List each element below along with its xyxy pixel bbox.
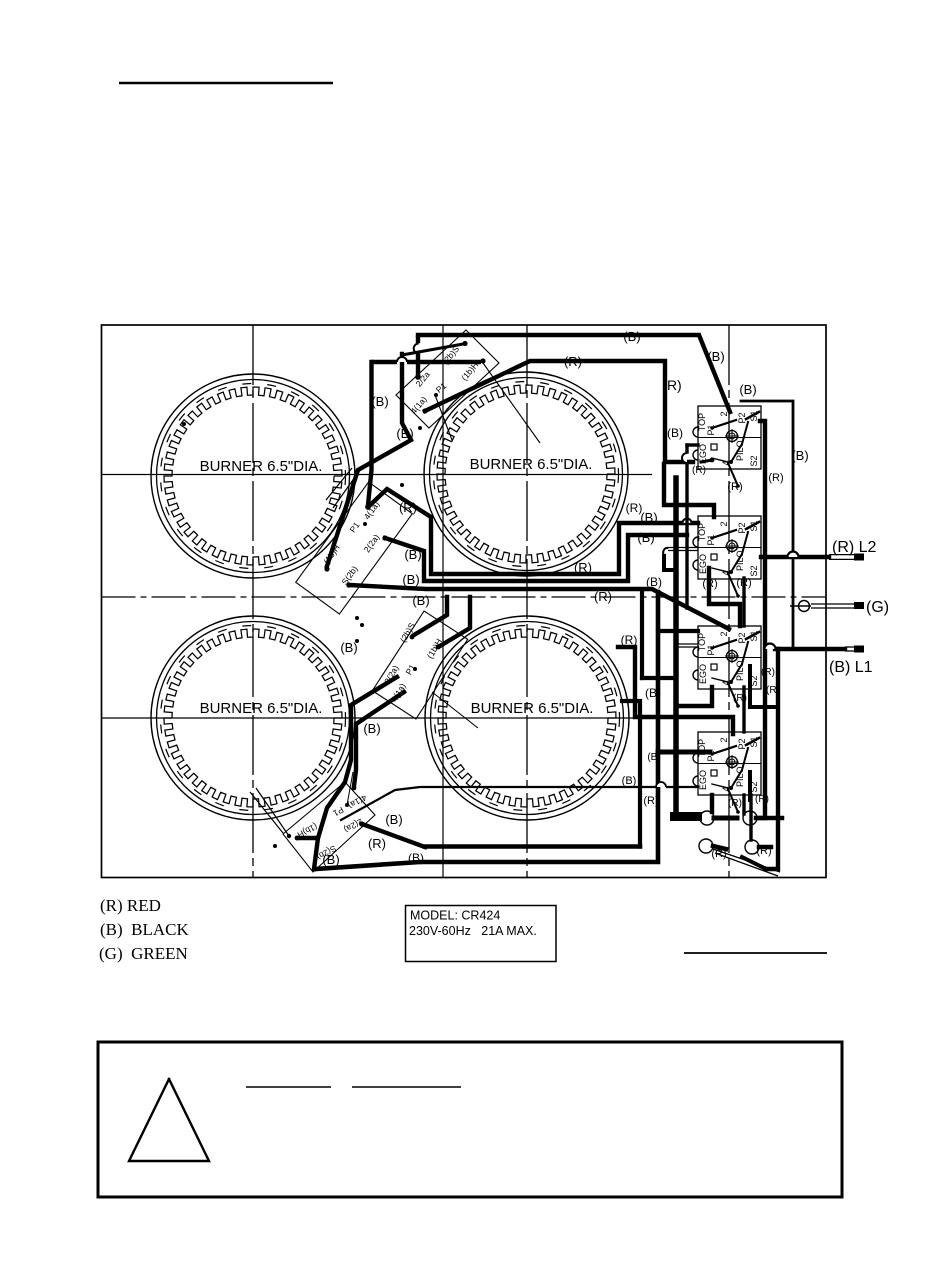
svg-text:MODEL: CR424: MODEL: CR424 [410, 909, 500, 923]
svg-text:P2: P2 [737, 632, 747, 643]
svg-text:(B): (B) [340, 640, 357, 655]
svg-text:(R): (R) [626, 501, 643, 515]
svg-text:(R): (R) [736, 577, 751, 589]
svg-text:(B): (B) [385, 812, 402, 827]
svg-text:(B): (B) [647, 752, 660, 763]
svg-text:2: 2 [719, 411, 729, 416]
svg-text:(B): (B) [408, 851, 424, 865]
svg-text:(R) RED: (R) RED [100, 896, 161, 915]
svg-text:S2: S2 [749, 565, 759, 576]
svg-text:(R) L2: (R) L2 [832, 539, 877, 556]
svg-text:P2: P2 [737, 522, 747, 533]
svg-text:(B): (B) [623, 329, 640, 344]
svg-text:BURNER 6.5"DIA.: BURNER 6.5"DIA. [200, 700, 323, 717]
svg-text:P1: P1 [403, 662, 417, 676]
svg-text:P2: P2 [737, 738, 747, 749]
svg-text:(B): (B) [396, 426, 413, 441]
svg-text:(G) GREEN: (G) GREEN [99, 944, 188, 963]
svg-text:(B): (B) [622, 775, 637, 787]
svg-text:BURNER 6.5"DIA.: BURNER 6.5"DIA. [470, 456, 593, 473]
svg-text:S2: S2 [749, 455, 759, 466]
svg-text:(B): (B) [667, 426, 683, 440]
svg-text:(R): (R) [755, 794, 769, 805]
svg-text:(B): (B) [412, 593, 429, 608]
svg-text:P1: P1 [706, 534, 716, 545]
svg-text:S2: S2 [749, 781, 759, 792]
svg-text:(B) BLACK: (B) BLACK [100, 920, 190, 939]
svg-text:(B): (B) [637, 530, 654, 545]
svg-text:S2: S2 [749, 675, 759, 686]
svg-text:TOP: TOP [697, 413, 707, 431]
svg-text:EGO: EGO [698, 444, 708, 464]
svg-text:(R): (R) [766, 685, 780, 696]
svg-text:(G): (G) [866, 599, 889, 616]
svg-text:(R): (R) [643, 795, 658, 807]
svg-text:BURNER 6.5"DIA.: BURNER 6.5"DIA. [471, 700, 594, 717]
svg-text:(B): (B) [707, 349, 724, 364]
svg-text:EGO: EGO [698, 770, 708, 790]
svg-text:4: 4 [721, 680, 731, 685]
svg-text:(R): (R) [621, 633, 638, 647]
svg-text:TOP: TOP [697, 523, 707, 541]
svg-text:(R): (R) [711, 848, 726, 860]
svg-text:2: 2 [719, 631, 729, 636]
svg-text:(R): (R) [662, 377, 681, 393]
svg-text:(R): (R) [702, 578, 717, 590]
svg-text:P1: P1 [706, 644, 716, 655]
svg-text:P2: P2 [737, 412, 747, 423]
svg-text:BURNER 6.5"DIA.: BURNER 6.5"DIA. [200, 458, 323, 475]
svg-text:(R): (R) [728, 798, 742, 809]
svg-text:(R): (R) [399, 500, 417, 515]
svg-text:(R): (R) [368, 836, 386, 851]
svg-text:(R): (R) [756, 845, 771, 857]
svg-text:(R): (R) [768, 472, 783, 484]
svg-text:(R): (R) [594, 589, 612, 604]
svg-text:P1: P1 [331, 805, 345, 819]
svg-text:EGO: EGO [698, 664, 708, 684]
svg-text:(B): (B) [640, 510, 657, 525]
svg-text:(B): (B) [322, 852, 339, 867]
svg-text:2: 2 [719, 737, 729, 742]
svg-text:(B): (B) [363, 721, 380, 736]
svg-text:P1: P1 [706, 750, 716, 761]
svg-text:4: 4 [721, 570, 731, 575]
svg-text:(B): (B) [404, 547, 421, 562]
svg-text:(R): (R) [692, 465, 706, 476]
svg-text:2: 2 [719, 521, 729, 526]
svg-text:(B): (B) [791, 448, 808, 463]
svg-text:(R): (R) [574, 560, 592, 575]
svg-text:TOP: TOP [697, 739, 707, 757]
svg-text:(B): (B) [646, 575, 662, 589]
svg-text:TOP: TOP [697, 633, 707, 651]
svg-text:(R): (R) [727, 481, 742, 493]
svg-text:(B): (B) [371, 394, 388, 409]
svg-text:(B): (B) [645, 686, 661, 700]
svg-text:(R): (R) [761, 667, 775, 678]
svg-text:4: 4 [721, 786, 731, 791]
svg-text:(B): (B) [402, 572, 419, 587]
svg-text:230V-60Hz 21A MAX.: 230V-60Hz 21A MAX. [409, 924, 537, 938]
svg-text:(B): (B) [739, 382, 756, 397]
svg-text:(R): (R) [733, 693, 747, 704]
svg-text:(B) L1: (B) L1 [829, 659, 873, 676]
svg-text:P1: P1 [706, 424, 716, 435]
svg-text:EGO: EGO [698, 554, 708, 574]
svg-text:4: 4 [721, 460, 731, 465]
svg-text:(R): (R) [564, 354, 582, 369]
